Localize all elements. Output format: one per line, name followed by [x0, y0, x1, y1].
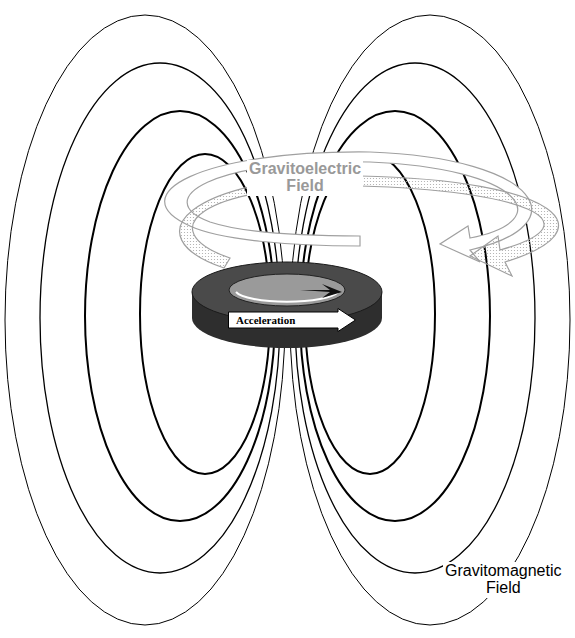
arrow-label: Acceleration: [228, 314, 356, 326]
gravitomagnetic-label: Gravitomagnetic Field: [443, 562, 564, 598]
gravitoelectric-swirls: [165, 152, 559, 276]
ring-body: [192, 262, 382, 348]
gravitoelectric-label: Gravitoelectric Field: [247, 160, 363, 196]
acceleration-arrow: Acceleration: [228, 308, 356, 332]
field-lines: [5, 15, 570, 625]
